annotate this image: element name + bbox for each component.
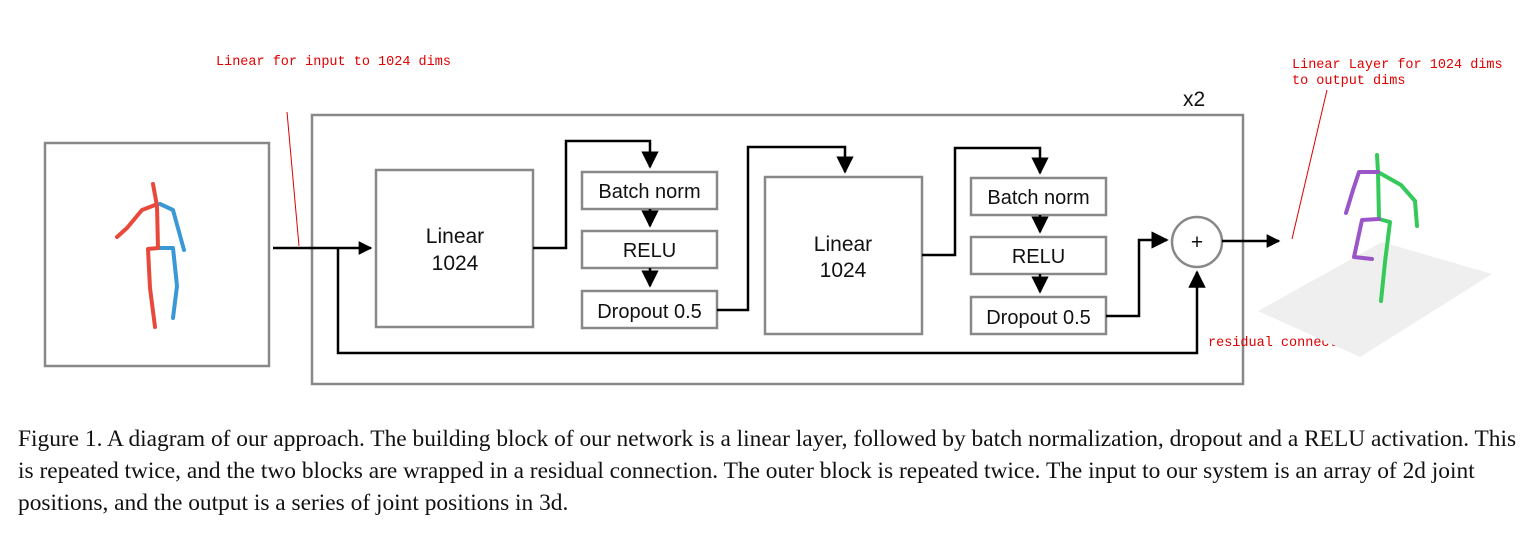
outer-block bbox=[310, 113, 1245, 386]
arrow-residual-connection bbox=[336, 248, 1206, 355]
arrow-linear1-to-batchnorm bbox=[533, 139, 659, 250]
skeleton-2d-right-arm bbox=[115, 203, 157, 239]
dropout-label-1: Dropout 0.5 bbox=[597, 301, 702, 323]
relu-box-2 bbox=[969, 235, 1108, 276]
annotation-input-linear: Linear for input to 1024 dims bbox=[216, 55, 451, 70]
relu-box-1 bbox=[580, 229, 719, 270]
skeleton-3d-right-arm bbox=[1376, 170, 1419, 228]
skeleton-2d-left-leg bbox=[156, 246, 179, 320]
linear-dims-label-2: 1024 bbox=[820, 259, 867, 282]
annotation-input-pointer bbox=[286, 111, 300, 247]
arrow-linear2-to-batchnorm bbox=[922, 146, 1049, 257]
skeleton-2d-spine bbox=[151, 182, 160, 250]
skeleton-3d-spine bbox=[1375, 153, 1381, 221]
annotation-output-linear-line1: Linear Layer for 1024 dims bbox=[1292, 58, 1503, 73]
batch-norm-label-2: Batch norm bbox=[987, 187, 1089, 209]
linear-dims-label-1: 1024 bbox=[432, 252, 479, 275]
linear-label-1: Linear bbox=[426, 225, 484, 248]
ground-plane bbox=[1258, 242, 1492, 357]
arrow-dropout2-to-sum bbox=[1106, 231, 1169, 318]
sum-symbol: + bbox=[1191, 231, 1203, 254]
input-2d-panel bbox=[43, 141, 271, 368]
dropout-box-1 bbox=[580, 289, 719, 330]
relu-label-1: RELU bbox=[623, 240, 676, 262]
skeleton-2d bbox=[115, 182, 186, 329]
relu-label-2: RELU bbox=[1012, 246, 1065, 268]
batch-norm-box-2 bbox=[969, 176, 1108, 217]
batch-norm-label-1: Batch norm bbox=[598, 181, 700, 203]
batch-norm-box-1 bbox=[580, 170, 719, 211]
dropout-label-2: Dropout 0.5 bbox=[986, 307, 1091, 329]
skeleton-3d-right-leg bbox=[1377, 217, 1392, 303]
annotation-residual-connect: residual connect bbox=[1208, 336, 1338, 351]
skeleton-3d-left-arm bbox=[1344, 170, 1380, 215]
figure-caption: Figure 1. A diagram of our approach. The… bbox=[18, 426, 1517, 516]
linear-label-2: Linear bbox=[814, 233, 872, 256]
annotation-output-pointer bbox=[1291, 89, 1328, 240]
linear-1024-box-1 bbox=[374, 168, 535, 329]
repeat-label: x2 bbox=[1183, 88, 1205, 111]
architecture-diagram: Linear for input to 1024 dims x2 Linear … bbox=[43, 55, 1503, 386]
skeleton-2d-right-leg bbox=[146, 246, 160, 329]
arrow-dropout1-to-linear2 bbox=[717, 145, 854, 312]
output-3d-pose bbox=[1258, 153, 1492, 357]
dropout-box-2 bbox=[969, 295, 1108, 336]
annotation-output-linear-line2: to output dims bbox=[1292, 74, 1405, 89]
skeleton-2d-left-limbs bbox=[158, 202, 186, 252]
skeleton-3d-left-leg bbox=[1352, 217, 1381, 261]
